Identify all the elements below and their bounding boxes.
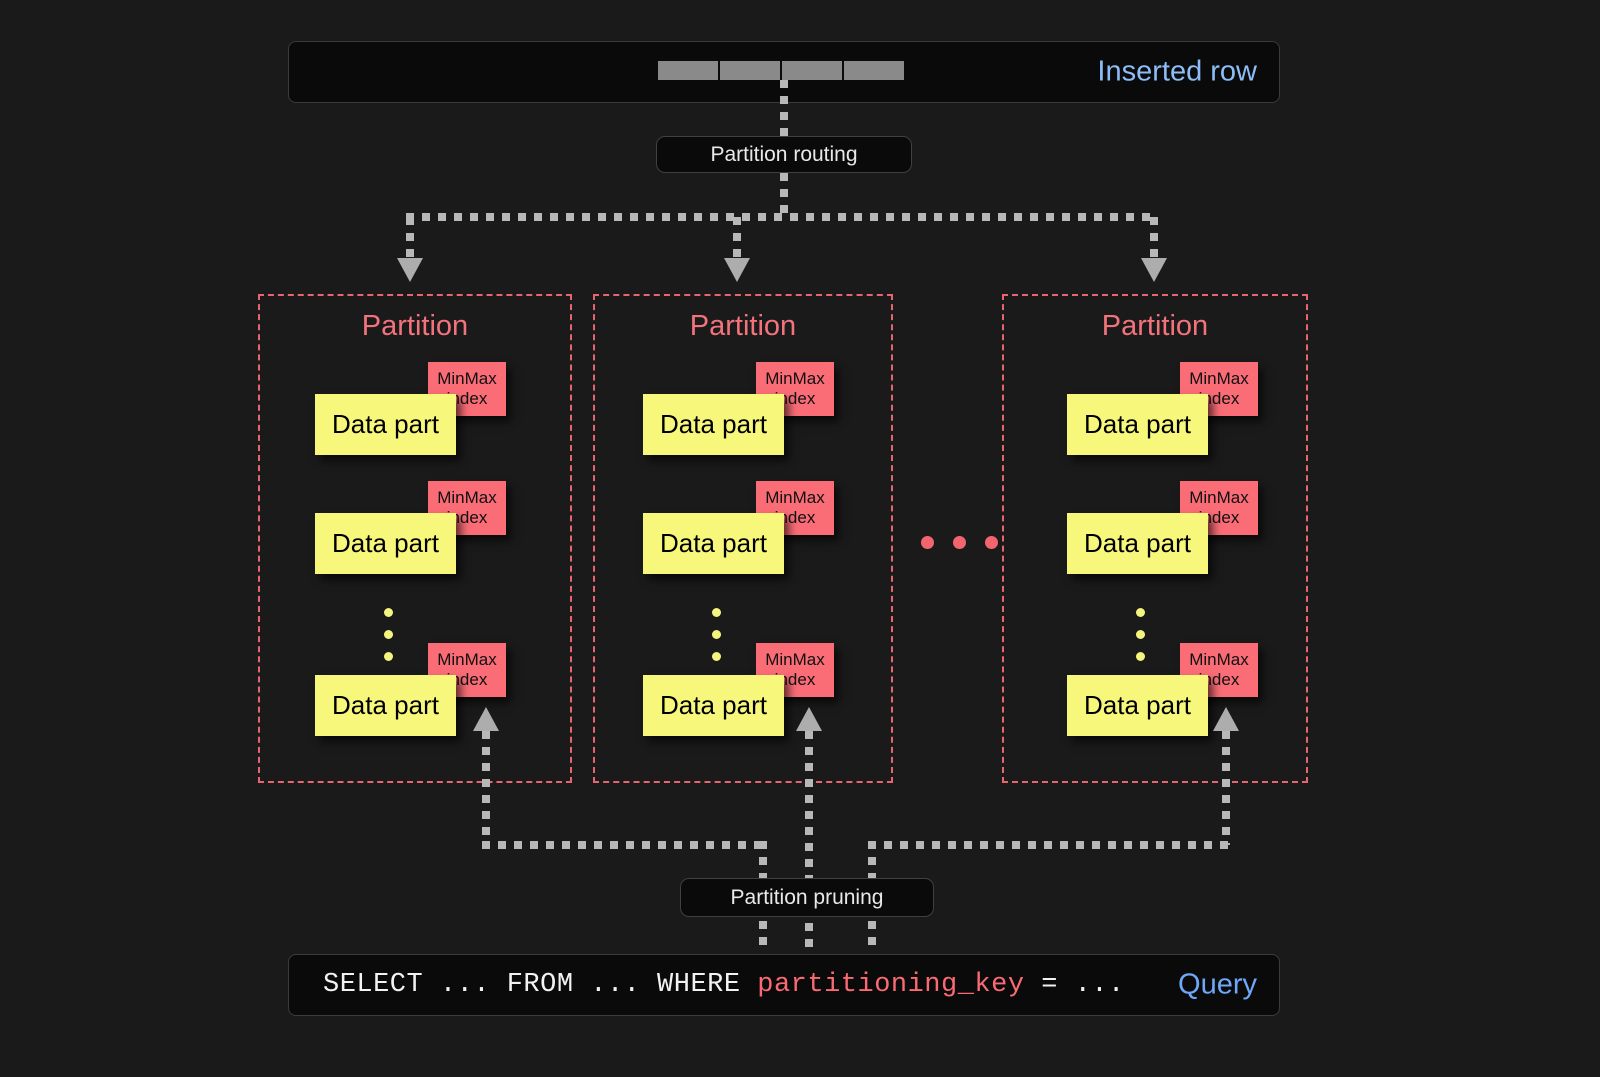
connector-row-to-routing [780, 80, 788, 138]
minmax-index-line1: MinMax [1189, 649, 1249, 669]
ellipsis-dot [712, 630, 721, 639]
arrow-prune-to-partition-0 [473, 707, 499, 731]
row-cell [844, 61, 904, 80]
connector-bus-to-partition-0 [406, 217, 414, 259]
minmax-index-line1: MinMax [765, 649, 825, 669]
arrow-into-partition-0 [397, 258, 423, 282]
minmax-index-line2: index [446, 508, 488, 527]
minmax-index-box: MinMax index [1180, 643, 1258, 697]
minmax-index-line1: MinMax [1189, 368, 1249, 388]
minmax-index-box: MinMax index [428, 362, 506, 416]
row-cell [658, 61, 718, 80]
arrow-into-partition-2 [1141, 258, 1167, 282]
minmax-index-line2: index [446, 389, 488, 408]
data-part-ellipsis [384, 608, 393, 674]
ellipsis-dot [953, 536, 966, 549]
minmax-index-line2: index [446, 670, 488, 689]
minmax-index-line1: MinMax [437, 649, 497, 669]
connector-prune-leg-0 [482, 731, 490, 845]
arrow-prune-to-partition-1 [796, 707, 822, 731]
arrow-prune-to-partition-2 [1213, 707, 1239, 731]
minmax-index-line1: MinMax [437, 368, 497, 388]
query-suffix: = ... [1024, 970, 1125, 1000]
minmax-index-line2: index [774, 670, 816, 689]
partition-routing-label: Partition routing [710, 142, 858, 166]
data-part-box: Data part [315, 513, 456, 574]
routing-bus-horizontal [406, 213, 1156, 221]
partition-box-1: Partition MinMax index Data part MinMax … [593, 294, 893, 783]
minmax-index-line2: index [774, 508, 816, 527]
connector-bus-to-partition-1 [733, 217, 741, 259]
minmax-index-line2: index [774, 389, 816, 408]
partition-box-0: Partition MinMax index Data part MinMax … [258, 294, 572, 783]
connector-prune-leg-1 [805, 731, 813, 953]
partitions-ellipsis [921, 536, 998, 549]
partition-title: Partition [1101, 310, 1209, 342]
partition-title: Partition [361, 310, 469, 342]
row-cell [782, 61, 842, 80]
partition-pruning-box: Partition pruning [680, 878, 934, 917]
data-part-box: Data part [643, 675, 784, 736]
row-cell [720, 61, 780, 80]
data-part-box: Data part [1067, 394, 1208, 455]
arrow-into-partition-1 [724, 258, 750, 282]
data-part-box: Data part [1067, 675, 1208, 736]
minmax-index-line1: MinMax [765, 487, 825, 507]
query-prefix: SELECT ... FROM ... WHERE [323, 970, 758, 1000]
query-bar: SELECT ... FROM ... WHERE partitioning_k… [288, 954, 1280, 1016]
minmax-index-line2: index [1198, 389, 1240, 408]
minmax-index-line1: MinMax [437, 487, 497, 507]
query-label: Query [1178, 968, 1257, 1001]
data-part-ellipsis [1136, 608, 1145, 674]
ellipsis-dot [1136, 608, 1145, 617]
partition-routing-box: Partition routing [656, 136, 912, 173]
inserted-row-cells [658, 61, 904, 80]
data-part-box: Data part [315, 394, 456, 455]
connector-routing-to-bus [780, 173, 788, 217]
minmax-index-line2: index [1198, 670, 1240, 689]
connector-prune-bus-right [868, 841, 1230, 849]
data-part-box: Data part [643, 394, 784, 455]
ellipsis-dot [921, 536, 934, 549]
ellipsis-dot [384, 630, 393, 639]
ellipsis-dot [985, 536, 998, 549]
data-part-box: Data part [643, 513, 784, 574]
partition-title: Partition [689, 310, 797, 342]
data-part-box: Data part [1067, 513, 1208, 574]
inserted-row-label: Inserted row [1097, 55, 1257, 88]
query-keyword: partitioning_key [757, 970, 1025, 1000]
partition-box-2: Partition MinMax index Data part MinMax … [1002, 294, 1308, 783]
minmax-index-line1: MinMax [765, 368, 825, 388]
data-part-ellipsis [712, 608, 721, 674]
ellipsis-dot [1136, 630, 1145, 639]
ellipsis-dot [712, 652, 721, 661]
connector-bus-to-partition-2 [1150, 217, 1158, 259]
ellipsis-dot [712, 608, 721, 617]
connector-prune-bus-left [482, 841, 767, 849]
ellipsis-dot [384, 652, 393, 661]
ellipsis-dot [384, 608, 393, 617]
ellipsis-dot [1136, 652, 1145, 661]
minmax-index-line1: MinMax [1189, 487, 1249, 507]
query-text: SELECT ... FROM ... WHERE partitioning_k… [323, 970, 1125, 1000]
data-part-box: Data part [315, 675, 456, 736]
connector-prune-leg-2 [1222, 731, 1230, 845]
partition-pruning-label: Partition pruning [730, 885, 884, 909]
minmax-index-line2: index [1198, 508, 1240, 527]
